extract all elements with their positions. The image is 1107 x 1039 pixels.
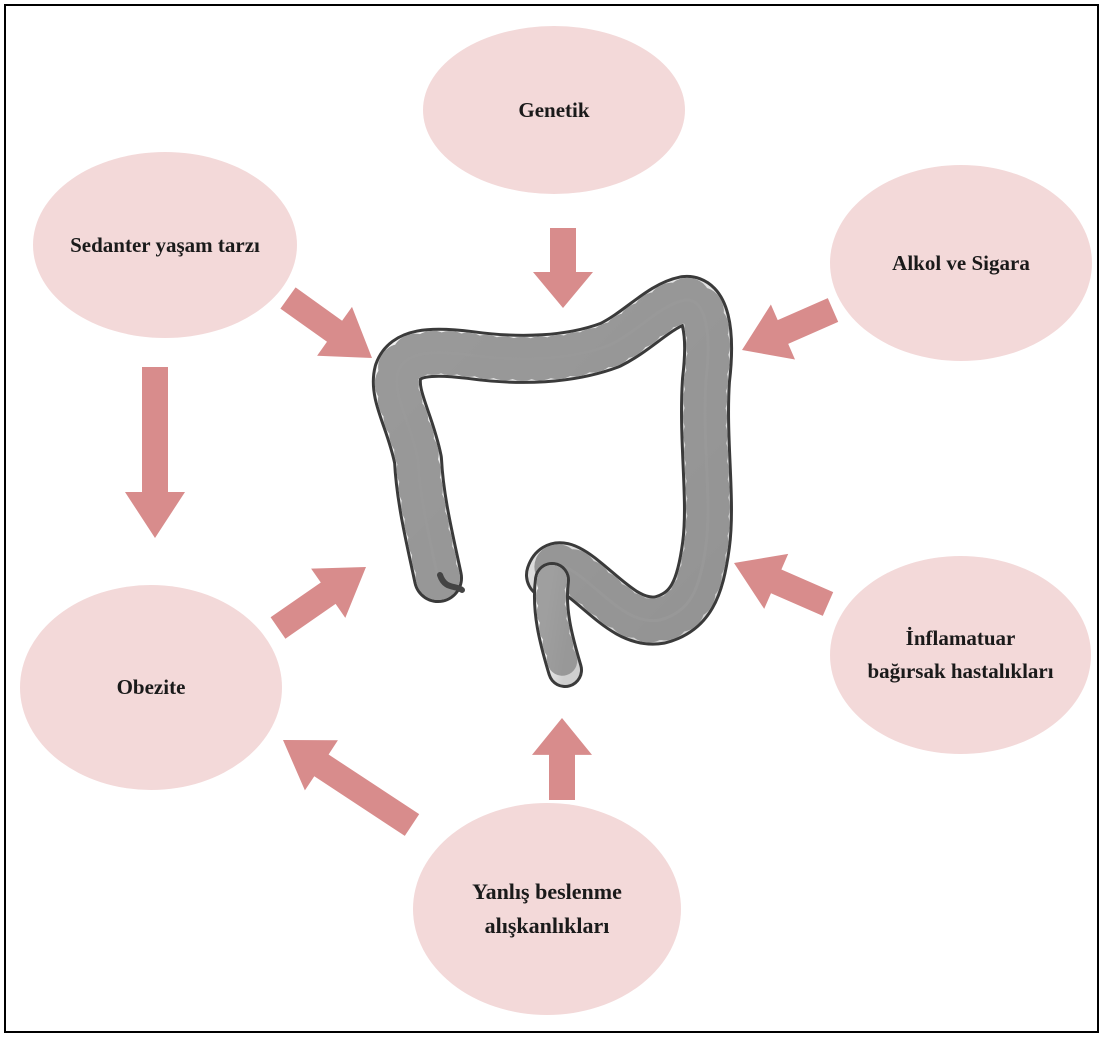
node-genetik-text: Genetik — [518, 94, 589, 127]
node-genetik: Genetik — [423, 26, 685, 194]
node-alkol: Alkol ve Sigara — [830, 165, 1092, 361]
node-obezite-line: Obezite — [117, 671, 186, 704]
node-sedanter-text: Sedanter yaşam tarzı — [70, 229, 260, 262]
node-inflamatuar-line-2: bağırsak hastalıkları — [867, 655, 1053, 688]
node-obezite: Obezite — [20, 585, 282, 790]
node-genetik-line: Genetik — [518, 94, 589, 127]
node-obezite-text: Obezite — [117, 671, 186, 704]
node-yanlis-line-2: alışkanlıkları — [472, 909, 622, 943]
node-yanlis: Yanlış beslenme alışkanlıkları — [413, 803, 681, 1015]
node-yanlis-text: Yanlış beslenme alışkanlıkları — [472, 875, 622, 943]
node-inflamatuar: İnflamatuar bağırsak hastalıkları — [830, 556, 1091, 754]
node-sedanter: Sedanter yaşam tarzı — [33, 152, 297, 338]
node-inflamatuar-line-1: İnflamatuar — [867, 622, 1053, 655]
node-sedanter-line: Sedanter yaşam tarzı — [70, 229, 260, 262]
node-alkol-text: Alkol ve Sigara — [892, 247, 1030, 280]
node-alkol-line: Alkol ve Sigara — [892, 247, 1030, 280]
node-inflamatuar-text: İnflamatuar bağırsak hastalıkları — [867, 622, 1053, 687]
node-yanlis-line-1: Yanlış beslenme — [472, 875, 622, 909]
